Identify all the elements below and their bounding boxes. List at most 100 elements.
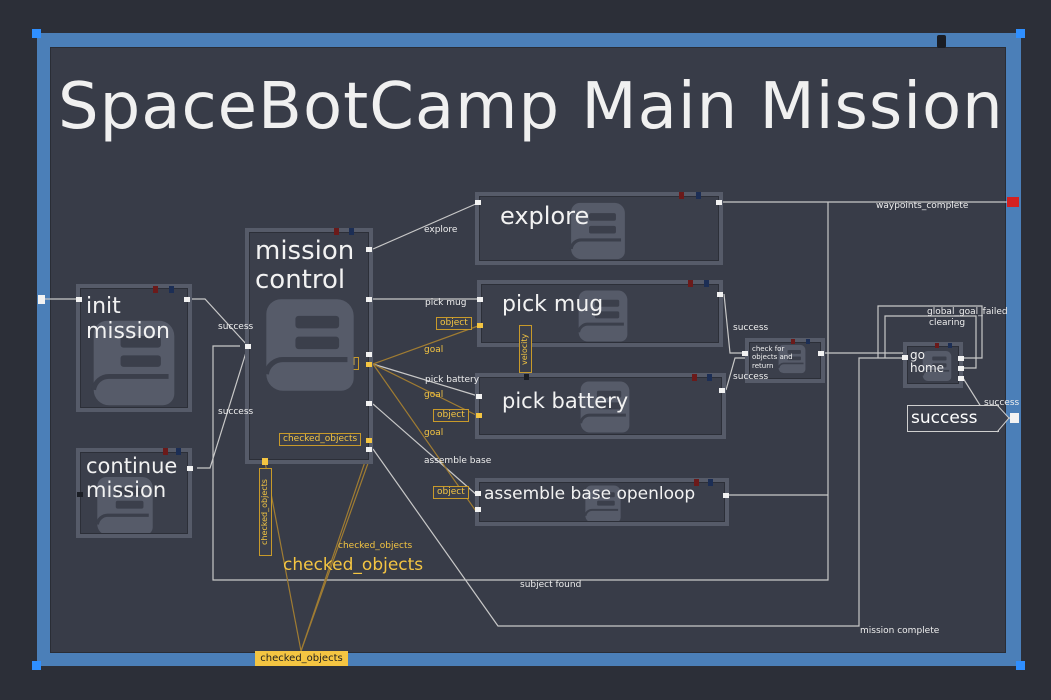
input-port[interactable] <box>902 355 908 360</box>
transition-label: pick mug <box>425 298 467 308</box>
transition-label: success <box>984 398 1020 408</box>
container-top-port[interactable] <box>937 35 946 48</box>
state-init-mission[interactable]: init mission <box>76 284 192 412</box>
state-indicator <box>334 228 339 235</box>
state-check-for-objects-and-return[interactable]: check for objects and return <box>745 338 825 383</box>
state-indicator <box>163 448 168 455</box>
container-input-port[interactable] <box>38 295 45 304</box>
state-pick-mug[interactable]: pick mug <box>477 280 723 347</box>
userdata-port[interactable] <box>476 413 482 418</box>
output-port[interactable] <box>366 297 372 302</box>
output-port[interactable] <box>366 447 372 452</box>
output-port[interactable] <box>366 352 372 357</box>
input-port[interactable] <box>475 491 481 496</box>
state-go-home[interactable]: go home <box>903 342 963 388</box>
outcome-port-waypoints-complete[interactable] <box>1007 197 1019 207</box>
output-port[interactable] <box>723 493 729 498</box>
input-port[interactable] <box>475 200 481 205</box>
userdata-port[interactable] <box>366 438 372 443</box>
userdata-label: goal <box>424 390 444 400</box>
input-port[interactable] <box>476 394 482 399</box>
state-book-icon <box>921 351 952 381</box>
state-indicator <box>704 280 709 287</box>
state-book-icon <box>569 202 625 260</box>
output-port[interactable] <box>719 388 725 393</box>
state-indicator <box>176 448 181 455</box>
state-label: assemble base openloop <box>484 484 696 504</box>
state-label: explore <box>500 202 590 230</box>
input-port[interactable] <box>77 492 83 497</box>
input-port[interactable] <box>742 351 748 356</box>
output-port[interactable] <box>366 401 372 406</box>
transition-label: success <box>733 323 769 333</box>
userdata-key-tag[interactable]: object <box>433 486 469 499</box>
userdata-key-tag-vertical[interactable]: velocity <box>519 325 532 373</box>
state-book-icon <box>579 381 630 433</box>
state-book-icon <box>91 320 175 406</box>
state-label: continue mission <box>86 454 178 502</box>
userdata-label: goal <box>424 345 444 355</box>
userdata-port[interactable] <box>477 323 483 328</box>
state-mission-control[interactable]: mission control <box>245 228 373 464</box>
outcome-port-success[interactable] <box>1010 413 1019 423</box>
resize-handle-top-right[interactable] <box>1016 29 1025 38</box>
container-userdata-tag[interactable]: checked_objects <box>255 651 348 666</box>
state-label: init mission <box>86 294 170 344</box>
output-port[interactable] <box>958 366 964 371</box>
userdata-key-tag[interactable]: object <box>436 317 472 330</box>
state-indicator <box>349 228 354 235</box>
userdata-key-tag[interactable]: object <box>433 409 469 422</box>
output-port[interactable] <box>958 356 964 361</box>
output-port[interactable] <box>716 200 722 205</box>
transition-label: assemble base <box>424 456 492 466</box>
input-port[interactable] <box>475 507 481 512</box>
resize-handle-bottom-right[interactable] <box>1016 661 1025 670</box>
resize-handle-bottom-left[interactable] <box>32 661 41 670</box>
state-book-icon <box>777 344 806 374</box>
input-port[interactable] <box>76 297 82 302</box>
transition-label: explore <box>424 225 458 235</box>
state-label: pick mug <box>502 292 604 317</box>
state-indicator <box>153 286 158 293</box>
diagram-title: SpaceBotCamp Main Mission <box>58 70 1004 144</box>
output-port[interactable] <box>818 351 824 356</box>
userdata-key-tag[interactable]: checked_objects <box>279 433 362 446</box>
state-indicator <box>692 374 697 381</box>
output-port[interactable] <box>187 466 193 471</box>
transition-label: clearing <box>929 318 966 328</box>
state-pick-battery[interactable]: pick battery <box>475 373 726 439</box>
transition-label: success <box>733 372 769 382</box>
transition-label: mission complete <box>860 626 940 636</box>
state-indicator <box>707 374 712 381</box>
state-book-icon <box>263 299 354 391</box>
transition-label: pick battery <box>425 375 480 385</box>
state-label: go home <box>910 348 945 376</box>
input-port[interactable] <box>524 374 529 380</box>
state-assemble-base-openloop[interactable]: assemble base openloop <box>475 478 729 526</box>
state-indicator <box>806 339 810 344</box>
state-book-icon <box>584 485 621 521</box>
state-label: mission control <box>255 236 355 296</box>
state-indicator <box>169 286 174 293</box>
userdata-label: goal <box>424 428 444 438</box>
resize-handle-top-left[interactable] <box>32 29 41 38</box>
userdata-port[interactable] <box>262 458 268 465</box>
userdata-key-tag-vertical[interactable]: checked_objects <box>259 468 272 556</box>
transition-label: success <box>218 322 254 332</box>
userdata-port[interactable] <box>366 362 372 367</box>
state-label: check for objects and return <box>752 345 793 370</box>
state-book-icon <box>577 290 628 342</box>
outcome-success[interactable]: success <box>907 405 999 432</box>
output-port[interactable] <box>184 297 190 302</box>
output-port[interactable] <box>958 376 964 381</box>
state-book-icon <box>95 476 153 533</box>
input-port[interactable] <box>477 297 483 302</box>
state-continue-mission[interactable]: continue mission <box>76 448 192 538</box>
state-label: pick battery <box>502 389 629 413</box>
input-port[interactable] <box>245 344 251 349</box>
state-explore[interactable]: explore <box>475 192 723 265</box>
output-port[interactable] <box>717 292 723 297</box>
output-port[interactable] <box>366 247 372 252</box>
transition-label: global_goal_failed <box>927 307 1008 317</box>
